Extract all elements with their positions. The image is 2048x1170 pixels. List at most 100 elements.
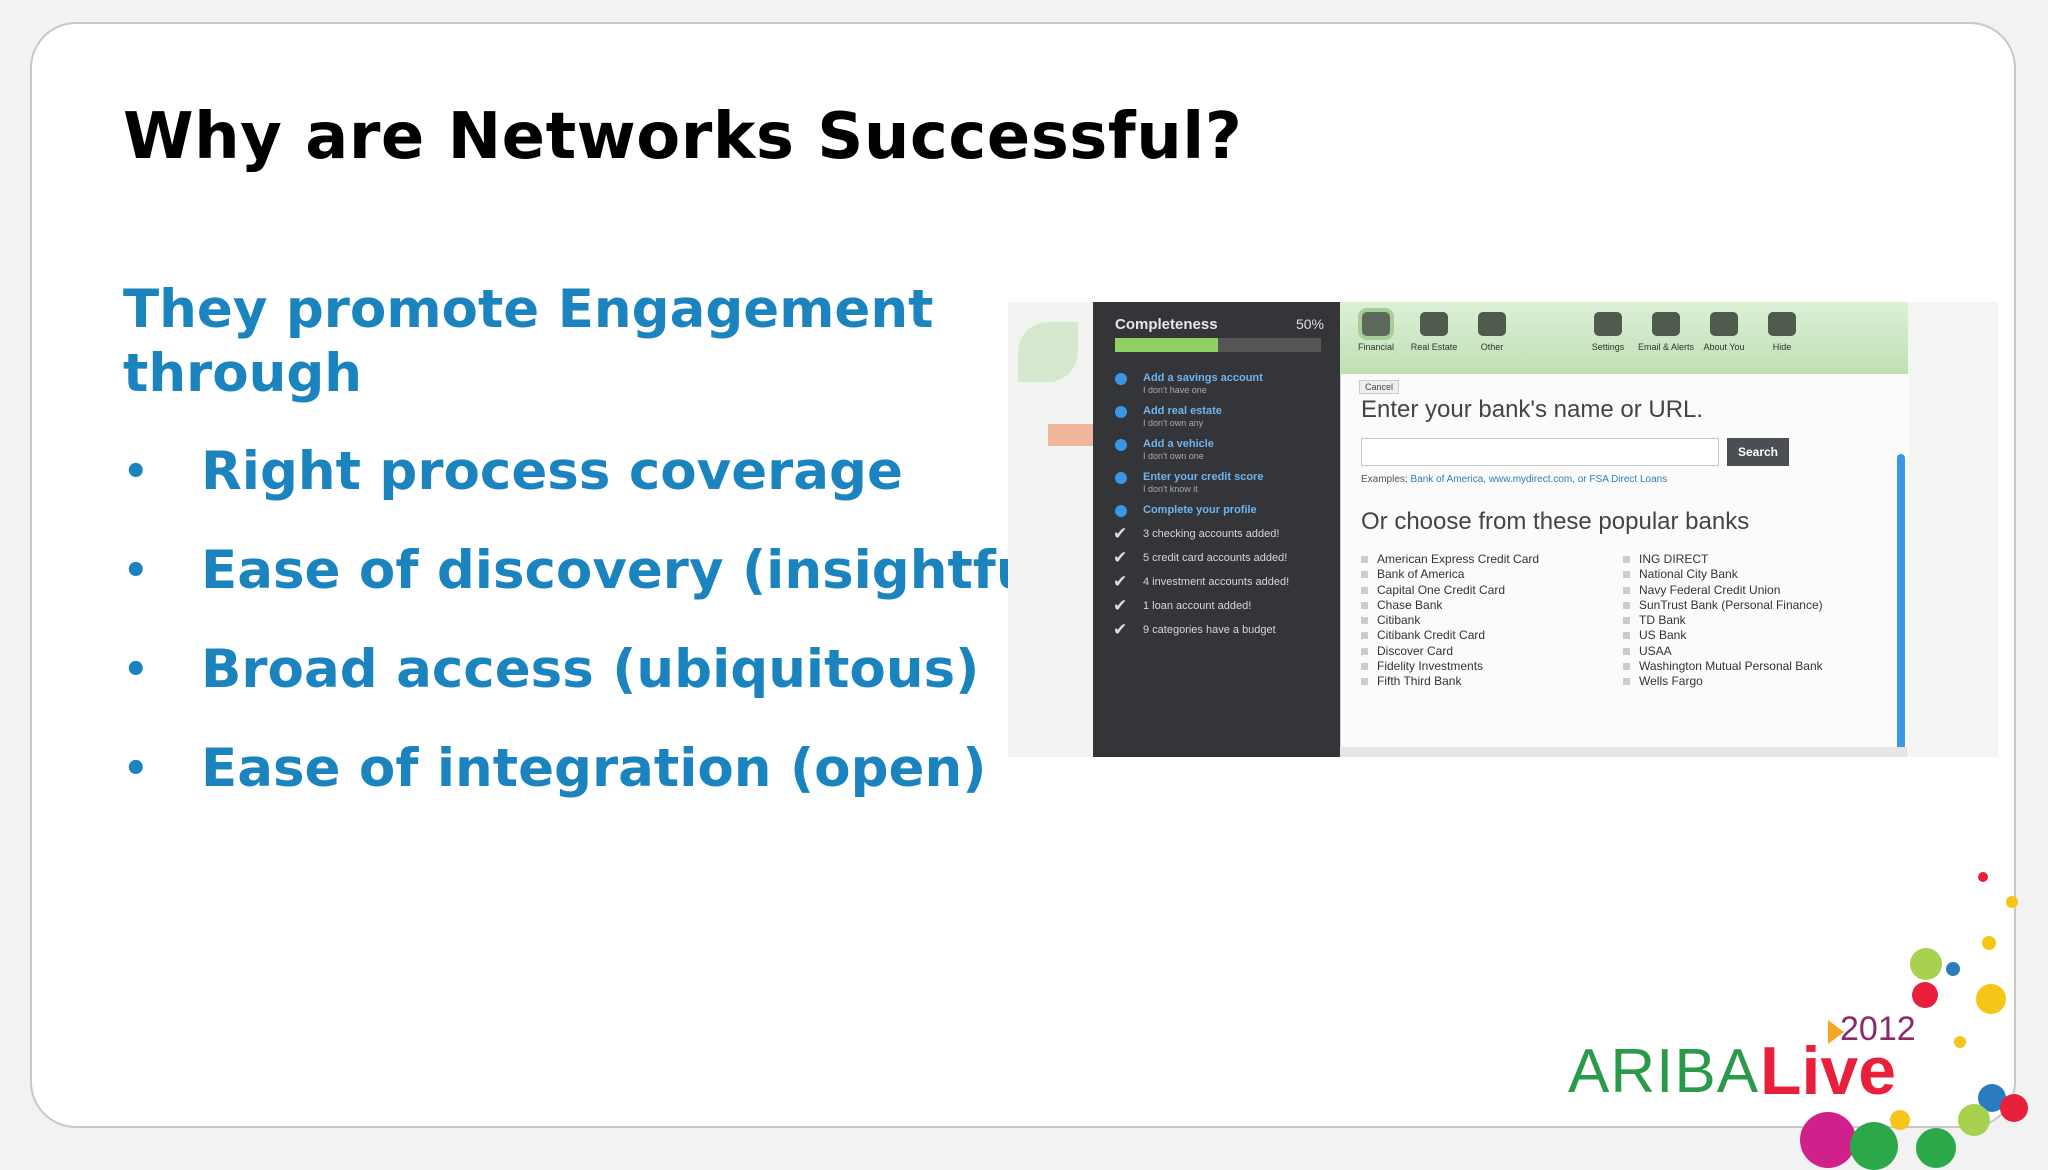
bank-link[interactable]: National City Bank: [1623, 567, 1823, 582]
todo-dismiss[interactable]: I don't know it: [1143, 484, 1198, 494]
bank-name[interactable]: Chase Bank: [1377, 597, 1443, 612]
nav-label: Hide: [1772, 342, 1792, 352]
bank-name[interactable]: Citibank: [1377, 613, 1421, 628]
bank-link[interactable]: Fidelity Investments: [1361, 659, 1539, 674]
decor-dot: [1946, 962, 1960, 976]
decor-dot: [1958, 1104, 1990, 1136]
bank-link[interactable]: Discover Card: [1361, 644, 1539, 659]
cancel-button[interactable]: Cancel: [1359, 380, 1400, 394]
bank-name[interactable]: American Express Credit Card: [1377, 552, 1540, 566]
logo-live: Live: [1760, 1033, 1897, 1109]
nav-label: About You: [1703, 342, 1745, 352]
todo-label[interactable]: Add real estate: [1143, 405, 1222, 417]
slide-title: Why are Networks Successful?: [123, 100, 1243, 174]
bullet-item: • Ease of integration (open): [123, 737, 1076, 836]
embedded-screenshot: Completeness 50% Add a savings account I…: [1008, 302, 1998, 757]
bank-name[interactable]: National City Bank: [1639, 567, 1738, 582]
gear-icon: [1594, 312, 1622, 336]
bank-name[interactable]: SunTrust Bank (Personal Finance): [1639, 597, 1823, 612]
decor-dot: [1910, 948, 1942, 980]
nav-email-alerts[interactable]: Email & Alerts: [1636, 312, 1696, 352]
bullet-text: Ease of integration (open): [201, 738, 987, 799]
examples-links[interactable]: Bank of America, www.mydirect.com, or FS…: [1410, 474, 1668, 485]
bank-logo-icon: [1361, 663, 1368, 671]
todo-dismiss[interactable]: I don't own one: [1143, 451, 1204, 461]
nav-settings[interactable]: Settings: [1578, 312, 1638, 352]
bank-link[interactable]: Citibank: [1361, 613, 1539, 628]
todo-label[interactable]: Add a savings account: [1143, 372, 1263, 384]
bank-link[interactable]: SunTrust Bank (Personal Finance): [1623, 598, 1823, 613]
pane-footer: [1340, 747, 1908, 757]
todo-label[interactable]: Add a vehicle: [1143, 438, 1214, 450]
decor-dot: [1982, 936, 1996, 950]
examples-line: Examples: Bank of America, www.mydirect.…: [1361, 474, 1667, 485]
checkmark-icon: ✔: [1113, 524, 1128, 543]
bank-name[interactable]: TD Bank: [1639, 613, 1686, 628]
bank-link[interactable]: Chase Bank: [1361, 598, 1539, 613]
bullet-symbol: •: [123, 746, 149, 792]
add-account-pane: Financial Real Estate Other Settings Ema…: [1340, 302, 1909, 757]
person-icon: [1710, 312, 1738, 336]
nav-label: Other: [1480, 342, 1504, 352]
bullet-symbol: •: [123, 647, 149, 693]
todo-dismiss[interactable]: I don't have one: [1143, 385, 1207, 395]
bank-link[interactable]: US Bank: [1623, 628, 1823, 643]
decor-dot: [1954, 1036, 1966, 1048]
decor-dot: [1916, 1128, 1956, 1168]
slide-subtitle: They promote Engagement through: [123, 279, 934, 404]
checkmark-icon: ✔: [1113, 548, 1128, 567]
bank-link[interactable]: Wells Fargo: [1623, 674, 1823, 689]
bank-name[interactable]: Citibank Credit Card: [1377, 628, 1486, 643]
add-circle-icon: [1115, 472, 1127, 484]
nav-hide[interactable]: Hide: [1752, 312, 1812, 352]
bank-search-input[interactable]: [1361, 438, 1719, 466]
bank-logo-icon: [1361, 556, 1368, 563]
add-circle-icon: [1115, 505, 1127, 517]
examples-prefix: Examples:: [1361, 474, 1408, 485]
bank-prompt: Enter your bank's name or URL.: [1361, 396, 1704, 423]
bank-link[interactable]: Fifth Third Bank: [1361, 674, 1539, 689]
bank-logo-icon: [1361, 617, 1368, 625]
nav-financial[interactable]: Financial: [1346, 312, 1406, 352]
todo-label[interactable]: Complete your profile: [1143, 504, 1257, 516]
mail-icon: [1652, 312, 1680, 336]
decor-dot: [1912, 982, 1938, 1008]
bank-name[interactable]: Capital One Credit Card: [1377, 582, 1506, 597]
done-label: 4 investment accounts added!: [1143, 576, 1290, 588]
bank-link[interactable]: Capital One Credit Card: [1361, 583, 1539, 598]
bank-name[interactable]: ING DIRECT: [1639, 552, 1709, 566]
bullet-text: Ease of discovery (insightful): [201, 540, 1076, 601]
bank-link[interactable]: TD Bank: [1623, 613, 1823, 628]
top-navigation: Financial Real Estate Other Settings Ema…: [1340, 302, 1908, 375]
bank-name[interactable]: Discover Card: [1377, 643, 1454, 658]
nav-about-you[interactable]: About You: [1694, 312, 1754, 352]
search-button[interactable]: Search: [1727, 438, 1789, 466]
todo-label[interactable]: Enter your credit score: [1143, 471, 1264, 483]
bank-name[interactable]: USAA: [1639, 643, 1672, 658]
nav-other[interactable]: Other: [1462, 312, 1522, 352]
bank-link[interactable]: Navy Federal Credit Union: [1623, 583, 1823, 598]
decor-dot: [1850, 1122, 1898, 1170]
bank-name[interactable]: Bank of America: [1377, 567, 1465, 582]
bank-name[interactable]: Wells Fargo: [1639, 674, 1703, 689]
bank-link[interactable]: Citibank Credit Card: [1361, 628, 1539, 643]
todo-dismiss[interactable]: I don't own any: [1143, 418, 1204, 428]
flag-icon: [1828, 1020, 1844, 1044]
bank-link[interactable]: Washington Mutual Personal Bank: [1623, 659, 1823, 674]
bank-link[interactable]: USAA: [1623, 644, 1823, 659]
bank-logo-icon: [1361, 586, 1368, 594]
bullet-symbol: •: [123, 548, 149, 594]
bank-name[interactable]: Fidelity Investments: [1377, 659, 1484, 674]
bank-name[interactable]: Washington Mutual Personal Bank: [1639, 659, 1823, 674]
nav-real-estate[interactable]: Real Estate: [1404, 312, 1464, 352]
bank-link[interactable]: Bank of America: [1361, 567, 1539, 582]
scrollbar[interactable]: [1897, 454, 1905, 754]
bank-name[interactable]: Fifth Third Bank: [1377, 674, 1462, 689]
nav-label: Real Estate: [1410, 342, 1458, 352]
bank-logo-icon: [1623, 663, 1630, 671]
bank-name[interactable]: Navy Federal Credit Union: [1639, 582, 1781, 597]
bank-name[interactable]: US Bank: [1639, 628, 1687, 643]
bank-link[interactable]: American Express Credit Card: [1361, 552, 1539, 567]
done-label: 5 credit card accounts added!: [1143, 552, 1288, 564]
bank-link[interactable]: ING DIRECT: [1623, 552, 1823, 567]
